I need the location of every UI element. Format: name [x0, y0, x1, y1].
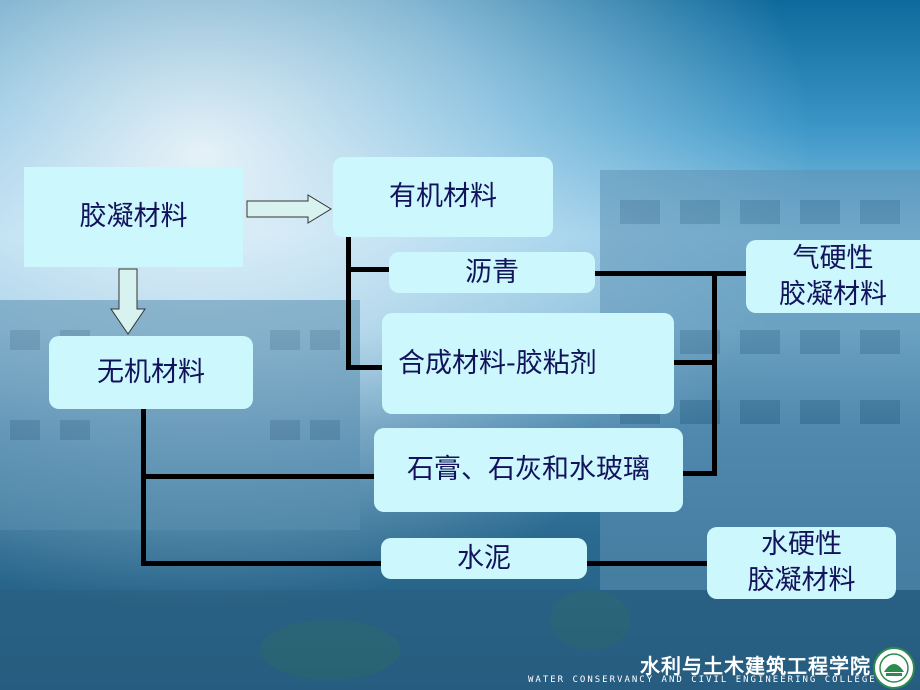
node-binder-materials: 胶凝材料 — [24, 167, 243, 267]
node-gypsum-lime-waterglass: 石膏、石灰和水玻璃 — [374, 428, 683, 512]
connector-cement-to-hydraulic — [586, 561, 709, 566]
node-air-hardening-line1: 气硬性 — [792, 242, 874, 274]
connector-organic-to-asphalt — [346, 267, 392, 272]
node-asphalt: 沥青 — [389, 252, 595, 293]
node-hydraulic-binder: 水硬性 胶凝材料 — [707, 527, 896, 599]
arrow-right-icon — [246, 194, 332, 224]
node-hydraulic-line2: 胶凝材料 — [747, 565, 856, 596]
node-synthetic-adhesive: 合成材料-胶粘剂 — [382, 313, 674, 414]
node-cement: 水泥 — [381, 538, 587, 579]
connector-asphalt-to-air — [594, 271, 748, 276]
connector-organic-to-synthetic — [346, 365, 382, 370]
node-organic-label: 有机材料 — [389, 181, 497, 212]
node-asphalt-label: 沥青 — [465, 256, 519, 288]
footer-college-en: WATER CONSERVANCY AND CIVIL ENGINEERING … — [528, 675, 877, 685]
node-air-hardening-binder: 气硬性 胶凝材料 — [746, 240, 920, 313]
connector-synthetic-to-collector — [672, 360, 717, 365]
node-organic-materials: 有机材料 — [333, 157, 553, 237]
node-gypsum-label: 石膏、石灰和水玻璃 — [407, 454, 650, 485]
connector-inorganic-vertical — [141, 408, 146, 566]
connector-gypsum-to-collector — [682, 471, 717, 476]
node-inorganic-label: 无机材料 — [97, 356, 205, 388]
node-air-hardening-line2: 胶凝材料 — [779, 278, 887, 310]
connector-inorganic-to-cement — [141, 561, 383, 566]
node-binder-label: 胶凝材料 — [79, 201, 188, 232]
node-synthetic-label: 合成材料-胶粘剂 — [398, 347, 597, 379]
college-emblem-icon — [873, 647, 915, 689]
connector-inorganic-to-gypsum — [141, 474, 377, 479]
footer-college-cn: 水利与土木建筑工程学院 — [640, 654, 871, 678]
connector-air-collector-vertical — [712, 276, 717, 476]
node-inorganic-materials: 无机材料 — [49, 336, 253, 409]
node-hydraulic-line1: 水硬性 — [761, 529, 842, 560]
arrow-down-icon — [110, 268, 146, 335]
connector-organic-vertical — [346, 236, 351, 370]
node-cement-label: 水泥 — [457, 542, 511, 574]
